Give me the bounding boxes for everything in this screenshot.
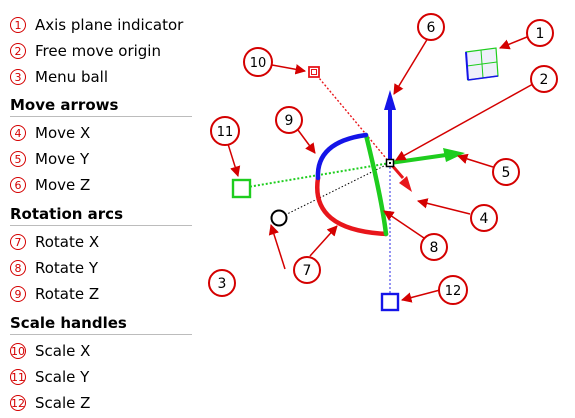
legend-number: 1 xyxy=(10,17,26,33)
legend-label: Scale Z xyxy=(35,394,91,412)
legend-item-move-y: 5 Move Y xyxy=(10,148,89,170)
legend-number: 6 xyxy=(10,177,26,193)
callout-9-label: 9 xyxy=(285,113,294,129)
leader-5 xyxy=(456,153,494,168)
legend-item-move-z: 6 Move Z xyxy=(10,174,90,196)
legend-item-scale-y: 11 Scale Y xyxy=(10,366,89,388)
move-y-arrow-head[interactable] xyxy=(443,148,465,162)
legend-number: 10 xyxy=(10,343,26,359)
scale-x-handle[interactable] xyxy=(308,66,320,78)
legend-label: Rotate Y xyxy=(35,259,99,277)
legend-item-menu-ball: 3 Menu ball xyxy=(10,66,108,88)
legend-item-move-x: 4 Move X xyxy=(10,122,90,144)
leader-11 xyxy=(227,143,241,178)
rotate-y-arc[interactable] xyxy=(363,132,389,237)
callout-11: 11 xyxy=(210,116,240,146)
legend-item-free-move-origin: 2 Free move origin xyxy=(10,40,161,62)
callout-4: 4 xyxy=(470,204,498,232)
callout-6: 6 xyxy=(417,13,445,41)
callout-11-label: 11 xyxy=(217,125,234,140)
move-y-arrow-shaft[interactable] xyxy=(389,153,447,165)
legend-label: Scale X xyxy=(35,342,91,360)
callout-7: 7 xyxy=(293,256,321,284)
scale-x-guide-line xyxy=(313,71,391,164)
move-x-arrow-head[interactable] xyxy=(399,176,412,192)
legend-label: Scale Y xyxy=(35,368,90,386)
legend-label: Move Z xyxy=(35,176,91,194)
legend-number: 2 xyxy=(10,43,26,59)
rotate-x-arc[interactable] xyxy=(314,175,389,237)
legend-number: 5 xyxy=(10,151,26,167)
leader-7 xyxy=(309,225,338,257)
legend-item-rotate-y: 8 Rotate Y xyxy=(10,257,98,279)
scale-z-handle[interactable] xyxy=(380,292,400,312)
callout-8-label: 8 xyxy=(430,240,439,256)
legend-number: 12 xyxy=(10,395,26,411)
leader-3 xyxy=(268,223,286,270)
callout-4-label: 4 xyxy=(480,211,489,227)
callout-7-label: 7 xyxy=(303,263,312,279)
leader-12 xyxy=(400,289,441,303)
callout-1-label: 1 xyxy=(536,26,545,42)
free-move-origin-dot xyxy=(389,162,391,164)
scale-y-guide-line xyxy=(241,162,391,189)
callout-5: 5 xyxy=(492,158,520,186)
rotate-z-arc[interactable] xyxy=(315,132,369,181)
axis-plane-z-edge xyxy=(467,75,499,81)
section-heading-rotation-arcs: Rotation arcs xyxy=(10,205,192,226)
callout-2: 2 xyxy=(530,65,558,93)
legend-label: Rotate Z xyxy=(35,285,100,303)
axis-plane-grid-line xyxy=(466,61,498,67)
callout-6-label: 6 xyxy=(427,20,436,36)
move-z-arrow-head[interactable] xyxy=(384,90,396,110)
legend-label: Rotate X xyxy=(35,233,100,251)
legend-label: Free move origin xyxy=(35,42,161,60)
callout-2-label: 2 xyxy=(540,72,549,88)
callout-12-label: 12 xyxy=(445,284,462,299)
callout-3: 3 xyxy=(208,269,236,297)
legend-label: Move X xyxy=(35,124,91,142)
callout-10-label: 10 xyxy=(250,56,267,71)
legend-item-scale-z: 12 Scale Z xyxy=(10,392,90,414)
legend-number: 4 xyxy=(10,125,26,141)
callout-3-label: 3 xyxy=(218,276,227,292)
axis-plane-z-edge xyxy=(465,51,469,81)
leader-9 xyxy=(297,129,316,154)
section-heading-scale-handles: Scale handles xyxy=(10,314,192,335)
legend-item-scale-x: 10 Scale X xyxy=(10,340,90,362)
scale-y-handle[interactable] xyxy=(231,178,252,199)
leader-8 xyxy=(383,210,425,239)
leader-1 xyxy=(499,36,528,50)
callout-1: 1 xyxy=(526,19,554,47)
callout-leaders xyxy=(227,36,534,303)
legend-label: Move Y xyxy=(35,150,90,168)
callout-8: 8 xyxy=(420,233,448,261)
section-heading-move-arrows: Move arrows xyxy=(10,96,192,117)
legend-item-axis-plane-indicator: 1 Axis plane indicator xyxy=(10,14,183,36)
legend-number: 3 xyxy=(10,69,26,85)
legend-number: 9 xyxy=(10,286,26,302)
axis-plane-indicator[interactable] xyxy=(465,47,499,81)
callout-5-label: 5 xyxy=(502,165,511,181)
callout-9: 9 xyxy=(275,106,303,134)
scale-x-handle-inner xyxy=(311,69,317,75)
menu-ball[interactable] xyxy=(270,209,288,227)
legend-item-rotate-x: 7 Rotate X xyxy=(10,231,99,253)
leader-2 xyxy=(395,83,534,161)
legend-label: Menu ball xyxy=(35,68,109,86)
legend-number: 8 xyxy=(10,260,26,276)
legend-number: 7 xyxy=(10,234,26,250)
callout-10: 10 xyxy=(243,47,273,77)
callout-12: 12 xyxy=(438,275,468,305)
legend-item-rotate-z: 9 Rotate Z xyxy=(10,283,99,305)
leader-10 xyxy=(271,64,307,75)
leader-4 xyxy=(416,198,471,215)
legend-label: Axis plane indicator xyxy=(35,16,184,34)
legend-number: 11 xyxy=(10,369,26,385)
leader-6 xyxy=(393,37,429,95)
